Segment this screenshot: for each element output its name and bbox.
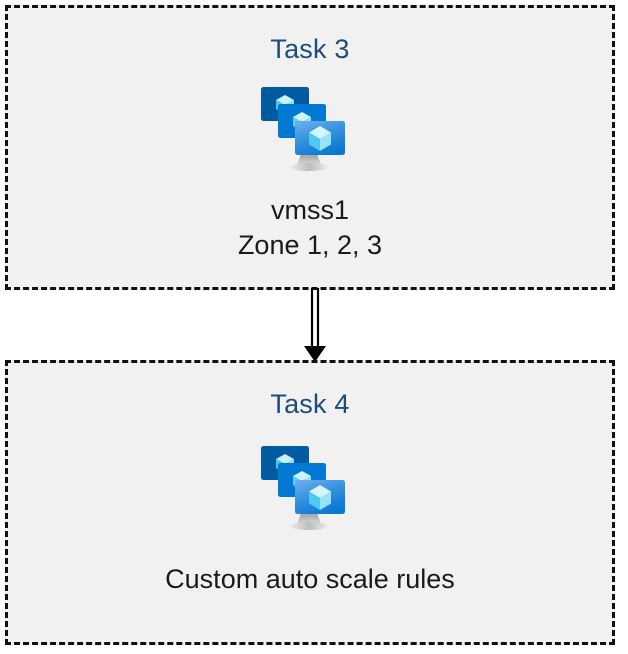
caption-line: Custom auto scale rules xyxy=(165,564,455,594)
task-title: Task 3 xyxy=(270,34,350,64)
double-line-arrow xyxy=(293,288,337,364)
task-caption: Custom auto scale rules xyxy=(165,562,455,597)
task-box-task-4: Task 4 xyxy=(5,360,615,645)
caption-line: vmss1 xyxy=(270,195,349,225)
azure-virtual-machine-scale-set-icon xyxy=(255,440,365,540)
task-title: Task 4 xyxy=(270,389,350,419)
azure-virtual-machine-scale-set-icon xyxy=(255,81,365,181)
caption-line: Zone 1, 2, 3 xyxy=(237,229,383,260)
task-caption: vmss1 Zone 1, 2, 3 xyxy=(238,193,382,262)
task-box-task-3: Task 3 xyxy=(5,5,615,290)
